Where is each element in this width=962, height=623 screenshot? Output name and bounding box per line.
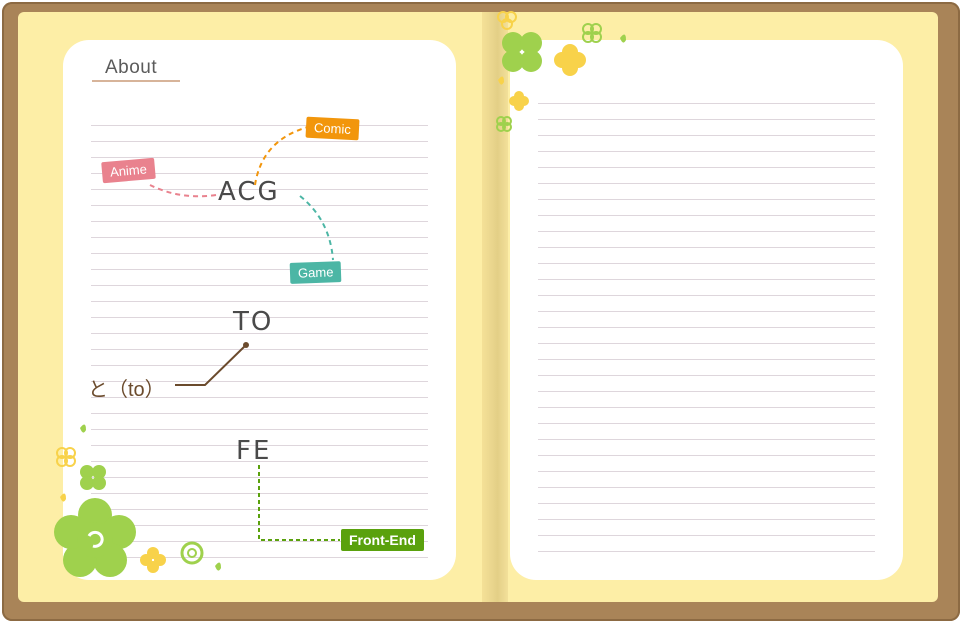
clover-icon: [582, 23, 602, 43]
leaf-icon: [60, 493, 66, 502]
clover-icon: [56, 447, 76, 467]
acg-to-comic-line: [254, 126, 309, 186]
to-note: と（to）: [88, 379, 165, 401]
ruled-lines: [538, 88, 875, 560]
clover-icon: [497, 11, 517, 30]
fe-to-tag-line: [258, 465, 340, 541]
acg-to-anime-line: [149, 184, 217, 198]
flower-icon: [554, 44, 586, 76]
page-title: About: [105, 57, 158, 78]
leaf-icon: [620, 34, 626, 43]
leaf-icon: [80, 424, 86, 433]
comic-tag[interactable]: Comic: [305, 116, 360, 141]
to-node: TO: [233, 307, 274, 337]
leaf-icon: [215, 562, 221, 571]
game-tag[interactable]: Game: [289, 261, 342, 284]
clover-icon: [496, 116, 512, 132]
acg-node: ACG: [218, 177, 280, 207]
notebook-spine: [482, 12, 508, 602]
blank-sheet: [510, 40, 903, 580]
flower-icon: [54, 498, 136, 577]
flower-icon: [509, 91, 529, 111]
leaf-icon: [498, 76, 504, 85]
fe-node: FE: [236, 436, 272, 466]
acg-to-game-line: [299, 195, 334, 261]
title-underline: [92, 80, 180, 82]
front-end-tag[interactable]: Front-End: [341, 529, 424, 551]
flower-icon: [180, 541, 204, 565]
flower-icon: [140, 547, 166, 573]
clover-icon: [80, 465, 106, 490]
to-note-line: [175, 344, 247, 386]
ruled-lines: [91, 110, 428, 560]
clover-icon: [502, 32, 542, 72]
